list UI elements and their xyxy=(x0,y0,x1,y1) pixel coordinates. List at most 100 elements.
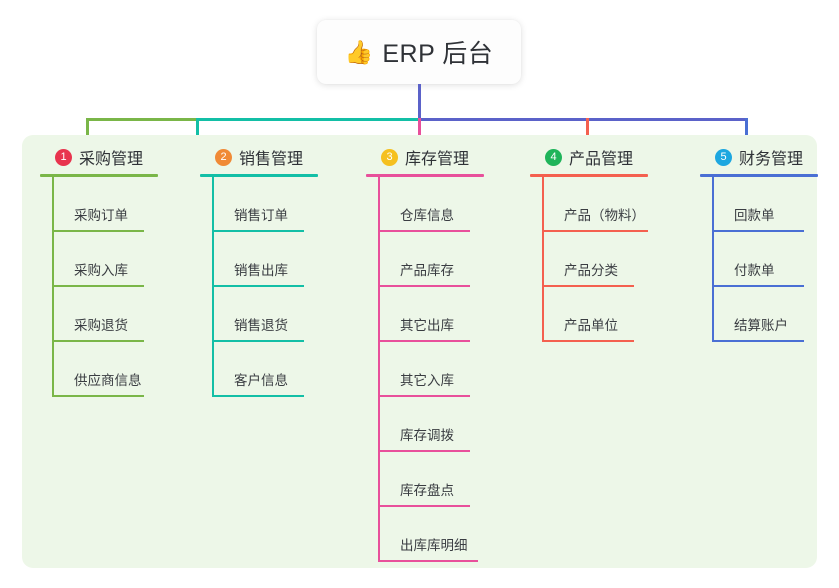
bus-segment-teal xyxy=(196,118,420,121)
list-item[interactable]: 仓库信息 xyxy=(378,177,526,232)
list-item[interactable]: 结算账户 xyxy=(712,287,839,342)
list-item-label: 结算账户 xyxy=(734,318,788,333)
list-item-label: 其它入库 xyxy=(400,373,454,388)
list-item[interactable]: 销售退货 xyxy=(212,287,360,342)
column-title-1: 采购管理 xyxy=(79,151,144,168)
list-item-label: 供应商信息 xyxy=(74,373,142,388)
list-item-underline xyxy=(542,230,648,232)
column-header-1[interactable]: 1 采购管理 xyxy=(40,146,200,168)
list-item[interactable]: 其它入库 xyxy=(378,342,526,397)
list-item-label: 采购订单 xyxy=(74,208,128,223)
list-item-label: 付款单 xyxy=(734,263,775,278)
column-items-5: 回款单付款单结算账户 xyxy=(712,177,839,342)
list-item-label: 其它出库 xyxy=(400,318,454,333)
list-item-underline xyxy=(378,395,470,397)
column-4: 4 产品管理产品（物料） 产品分类产品单位 xyxy=(530,146,690,342)
list-item-label: 销售出库 xyxy=(234,263,288,278)
list-item[interactable]: 产品库存 xyxy=(378,232,526,287)
column-underline-5 xyxy=(700,174,818,177)
list-item[interactable]: 产品分类 xyxy=(542,232,690,287)
column-items-2: 销售订单销售出库销售退货客户信息 xyxy=(212,177,360,397)
list-item-label: 客户信息 xyxy=(234,373,288,388)
root-title: ERP 后台 xyxy=(382,40,494,68)
column-spine-4 xyxy=(542,177,544,342)
trunk-vertical xyxy=(418,84,421,118)
column-1: 1 采购管理采购订单采购入库采购退货供应商信息 xyxy=(40,146,200,397)
list-item-underline xyxy=(712,230,804,232)
list-item-underline xyxy=(378,230,470,232)
list-item-underline xyxy=(378,285,470,287)
drop-connector-5 xyxy=(745,118,748,151)
list-item[interactable]: 产品单位 xyxy=(542,287,690,342)
list-item-underline xyxy=(52,230,144,232)
list-item-underline xyxy=(52,285,144,287)
list-item-underline xyxy=(212,340,304,342)
bus-segment-blue xyxy=(418,118,748,121)
column-underline-1 xyxy=(40,174,158,177)
list-item[interactable]: 销售出库 xyxy=(212,232,360,287)
drop-connector-4 xyxy=(586,118,589,151)
drop-connector-2 xyxy=(196,118,199,151)
list-item-underline xyxy=(378,340,470,342)
column-title-4: 产品管理 xyxy=(569,151,634,168)
list-item-underline xyxy=(378,505,470,507)
column-badge-3: 3 xyxy=(381,148,398,166)
list-item-underline xyxy=(542,285,634,287)
column-spine-3 xyxy=(378,177,380,562)
thumbs-up-icon: 👍 xyxy=(344,38,374,65)
column-header-4[interactable]: 4 产品管理 xyxy=(530,146,690,168)
list-item-label: 产品（物料） xyxy=(564,208,645,223)
column-spine-2 xyxy=(212,177,214,397)
list-item-label: 仓库信息 xyxy=(400,208,454,223)
list-item-underline xyxy=(52,395,144,397)
list-item-underline xyxy=(212,230,304,232)
list-item-underline xyxy=(378,450,470,452)
list-item-label: 库存盘点 xyxy=(400,483,454,498)
column-underline-4 xyxy=(530,174,648,177)
list-item[interactable]: 采购订单 xyxy=(52,177,200,232)
column-underline-3 xyxy=(366,174,484,177)
bus-segment-green xyxy=(86,118,198,121)
column-spine-5 xyxy=(712,177,714,342)
list-item[interactable]: 客户信息 xyxy=(212,342,360,397)
list-item-underline xyxy=(212,395,304,397)
list-item-underline xyxy=(212,285,304,287)
column-badge-4: 4 xyxy=(545,148,562,166)
list-item-label: 销售订单 xyxy=(234,208,288,223)
list-item-label: 库存调拨 xyxy=(400,428,454,443)
list-item-label: 采购退货 xyxy=(74,318,128,333)
list-item[interactable]: 出库库明细 xyxy=(378,507,526,562)
list-item[interactable]: 采购退货 xyxy=(52,287,200,342)
list-item-label: 产品分类 xyxy=(564,263,618,278)
list-item[interactable]: 销售订单 xyxy=(212,177,360,232)
list-item-underline xyxy=(542,340,634,342)
list-item[interactable]: 供应商信息 xyxy=(52,342,200,397)
list-item[interactable]: 库存盘点 xyxy=(378,452,526,507)
column-title-5: 财务管理 xyxy=(739,151,804,168)
drop-connector-1 xyxy=(86,118,89,151)
root-node[interactable]: 👍 ERP 后台 xyxy=(317,20,521,84)
list-item-label: 出库库明细 xyxy=(400,538,468,553)
column-underline-2 xyxy=(200,174,318,177)
list-item[interactable]: 其它出库 xyxy=(378,287,526,342)
list-item-underline xyxy=(378,560,478,562)
column-spine-1 xyxy=(52,177,54,397)
list-item[interactable]: 采购入库 xyxy=(52,232,200,287)
drop-connector-3 xyxy=(418,118,421,151)
list-item[interactable]: 产品（物料） xyxy=(542,177,690,232)
column-badge-1: 1 xyxy=(55,148,72,166)
list-item[interactable]: 库存调拨 xyxy=(378,397,526,452)
list-item-label: 采购入库 xyxy=(74,263,128,278)
column-title-2: 销售管理 xyxy=(239,151,304,168)
list-item-underline xyxy=(52,340,144,342)
list-item[interactable]: 付款单 xyxy=(712,232,839,287)
list-item-label: 产品单位 xyxy=(564,318,618,333)
list-item[interactable]: 回款单 xyxy=(712,177,839,232)
